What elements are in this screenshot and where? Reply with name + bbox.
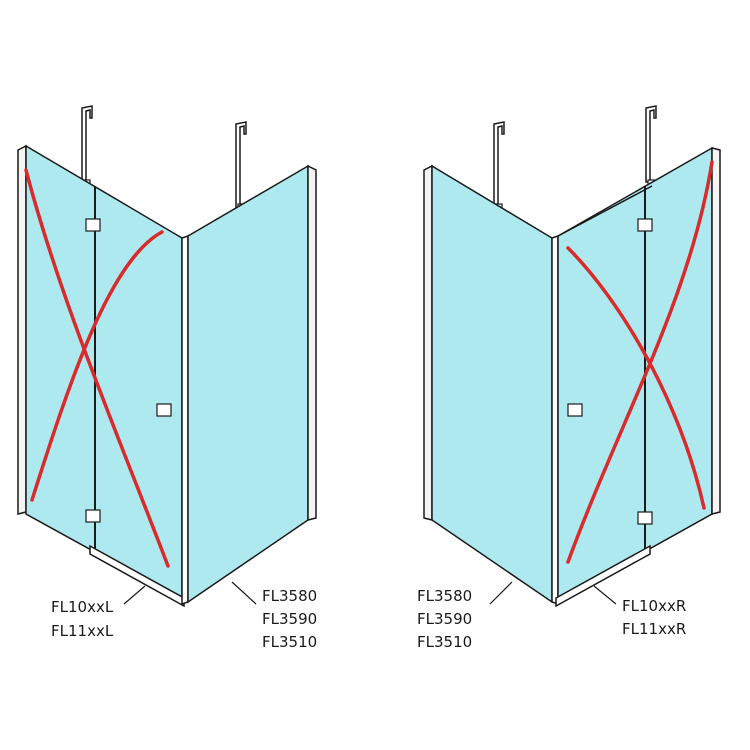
left-door-glass [25, 144, 183, 602]
right-cross-stroke-1 [566, 246, 706, 510]
right-side-glass [431, 164, 553, 604]
left-wall-profile [17, 144, 27, 515]
right-door-label-1: FL10xxR [622, 597, 686, 615]
left-door-leader [123, 585, 146, 605]
right-side-leader [489, 581, 513, 605]
right-door-handle [567, 403, 583, 417]
left-enclosure: FL10xxL FL11xxL FL3580 FL3590 FL3510 [17, 105, 317, 651]
left-cross-stroke-1 [24, 168, 170, 568]
left-hinge-bottom [85, 509, 101, 523]
left-threshold [89, 544, 185, 608]
left-door-label-1: FL10xxL [51, 598, 114, 616]
right-hinge-bottom [637, 511, 653, 525]
right-top-edge [557, 185, 653, 237]
left-side-label-3: FL3510 [262, 633, 317, 651]
right-ceiling-support-2 [645, 105, 657, 183]
right-ceiling-support-1 [493, 121, 505, 209]
right-door-label-2: FL11xxR [622, 620, 686, 638]
left-side-glass [187, 164, 309, 604]
left-ceiling-support-2 [235, 121, 247, 209]
left-side-leader [231, 581, 257, 605]
right-side-label-3: FL3510 [417, 633, 472, 651]
left-side-label-1: FL3580 [262, 587, 317, 605]
right-cross-stroke-2 [566, 160, 714, 564]
right-door-leader [593, 585, 617, 605]
left-ceiling-support-1 [81, 105, 93, 183]
right-threshold [555, 544, 651, 608]
right-side-label-1: FL3580 [417, 587, 472, 605]
left-door-handle [156, 403, 172, 417]
left-side-label-2: FL3590 [262, 610, 317, 628]
right-corner-post [551, 234, 559, 606]
left-hinge-top [85, 218, 101, 232]
right-enclosure: FL3580 FL3590 FL3510 FL10xxR FL11xxR [417, 105, 721, 651]
left-corner-post [181, 234, 189, 606]
left-cross-stroke-2 [30, 230, 164, 502]
right-side-label-2: FL3590 [417, 610, 472, 628]
right-wall-profile [711, 147, 721, 515]
left-door-label-2: FL11xxL [51, 622, 114, 640]
left-side-wall-profile [307, 164, 317, 521]
right-side-wall-profile [423, 164, 433, 521]
right-hinge-top [637, 218, 653, 232]
